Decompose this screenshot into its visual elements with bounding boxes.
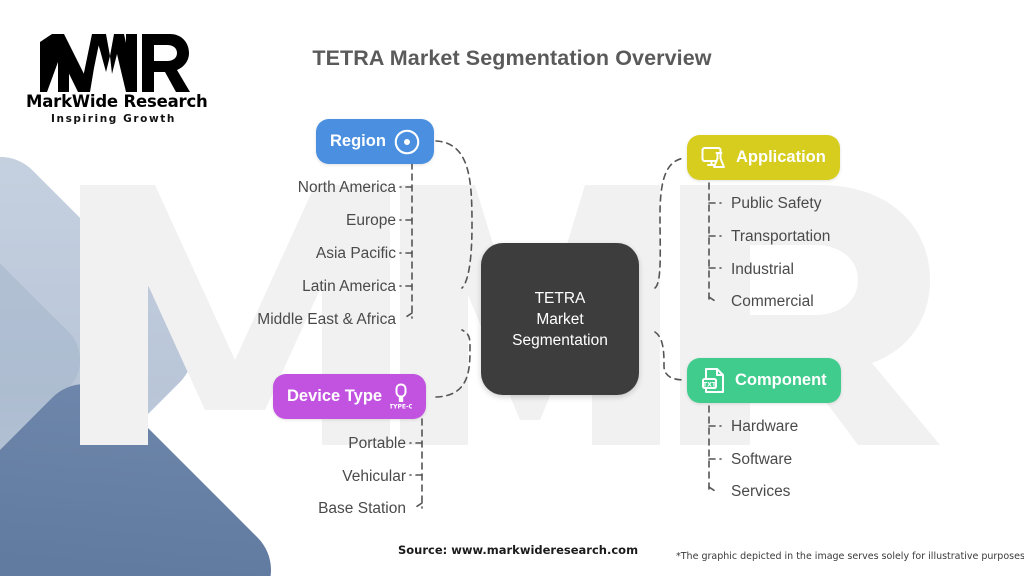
- branch-label-component: Component: [735, 371, 827, 389]
- leaf-region-1: Europe: [346, 212, 396, 229]
- txt-file-icon: TXT: [701, 367, 727, 394]
- branch-badge-device-type[interactable]: Device Type TYPE-C: [273, 374, 427, 419]
- center-node: TETRA Market Segmentation: [481, 243, 639, 395]
- leaf-application-3: Commercial: [731, 293, 814, 310]
- leaf-device-type-2: Base Station: [318, 500, 406, 517]
- logo-company-name: MarkWide Research: [26, 92, 208, 111]
- leaf-region-2: Asia Pacific: [315, 245, 396, 262]
- leaf-device-type-1: Vehicular: [342, 468, 406, 485]
- leaf-device-type-0: Portable: [348, 435, 406, 452]
- monitor-flask-icon: [701, 145, 728, 171]
- leaf-application-0: Public Safety: [731, 195, 822, 212]
- branch-badge-region[interactable]: Region: [316, 119, 434, 164]
- branch-badge-application[interactable]: Application: [687, 135, 840, 180]
- branch-label-application: Application: [736, 148, 826, 166]
- logo-tagline: Inspiring Growth: [51, 113, 176, 125]
- leaf-application-1: Transportation: [731, 228, 831, 245]
- brand-logo: MarkWide Research Inspiring Growth: [26, 32, 208, 125]
- leaf-component-1: Software: [731, 451, 793, 468]
- center-node-line2: Market: [536, 310, 584, 328]
- usb-type-c-icon: TYPE-C: [390, 383, 412, 410]
- center-node-line3: Segmentation: [512, 331, 608, 349]
- branch-label-device-type: Device Type: [287, 387, 383, 405]
- logo-mark-icon: [39, 34, 190, 92]
- svg-text:TXT: TXT: [703, 381, 717, 388]
- center-node-line1: TETRA: [534, 289, 586, 307]
- globe-icon: [394, 129, 420, 155]
- page-title: TETRA Market Segmentation Overview: [312, 46, 712, 70]
- leaf-application-2: Industrial: [731, 261, 794, 278]
- disclaimer-text: *The graphic depicted in the image serve…: [676, 551, 1024, 562]
- leaf-region-0: North America: [297, 179, 396, 196]
- leaf-region-3: Latin America: [302, 278, 396, 295]
- leaf-component-2: Services: [731, 483, 791, 500]
- leaf-component-0: Hardware: [731, 418, 799, 435]
- svg-text:TYPE-C: TYPE-C: [390, 404, 412, 411]
- source-text: Source: www.markwideresearch.com: [398, 543, 639, 557]
- branch-label-region: Region: [330, 132, 386, 150]
- leaf-region-4: Middle East & Africa: [257, 311, 396, 328]
- branch-badge-component[interactable]: TXT Component: [687, 358, 841, 403]
